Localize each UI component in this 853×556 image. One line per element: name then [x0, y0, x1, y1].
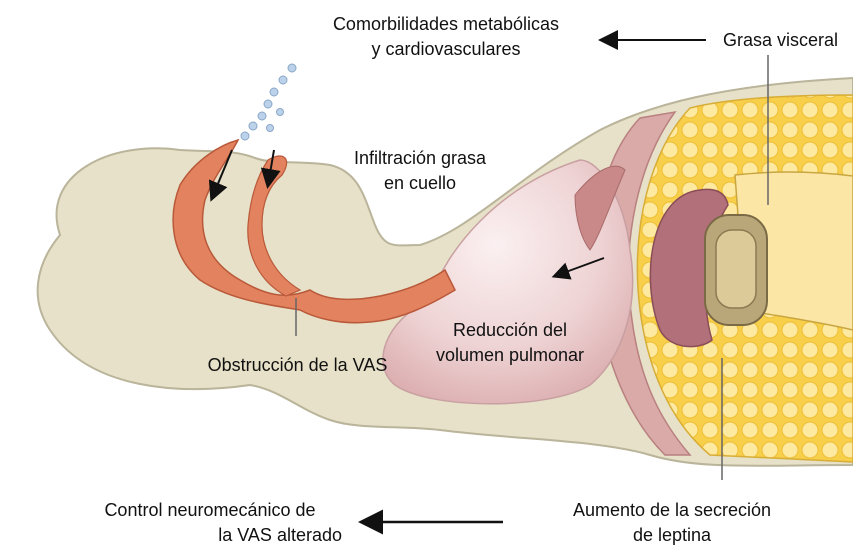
neck-fat-label: Infiltración grasa en cuello: [335, 146, 505, 196]
airway-obstruction-label: Obstrucción de la VAS: [180, 353, 415, 378]
neuromechanical-label: Control neuromecánico de la VAS alterado: [60, 498, 360, 548]
cross-section-inner: [716, 230, 756, 308]
visceral-fat-label: Grasa visceral: [708, 28, 853, 53]
comorbidities-label: Comorbilidades metabólicas y cardiovascu…: [305, 12, 587, 62]
air-bubbles: [241, 64, 296, 140]
leptin-label: Aumento de la secreción de leptina: [537, 498, 807, 548]
lung-volume-label: Reducción del volumen pulmonar: [410, 318, 610, 368]
